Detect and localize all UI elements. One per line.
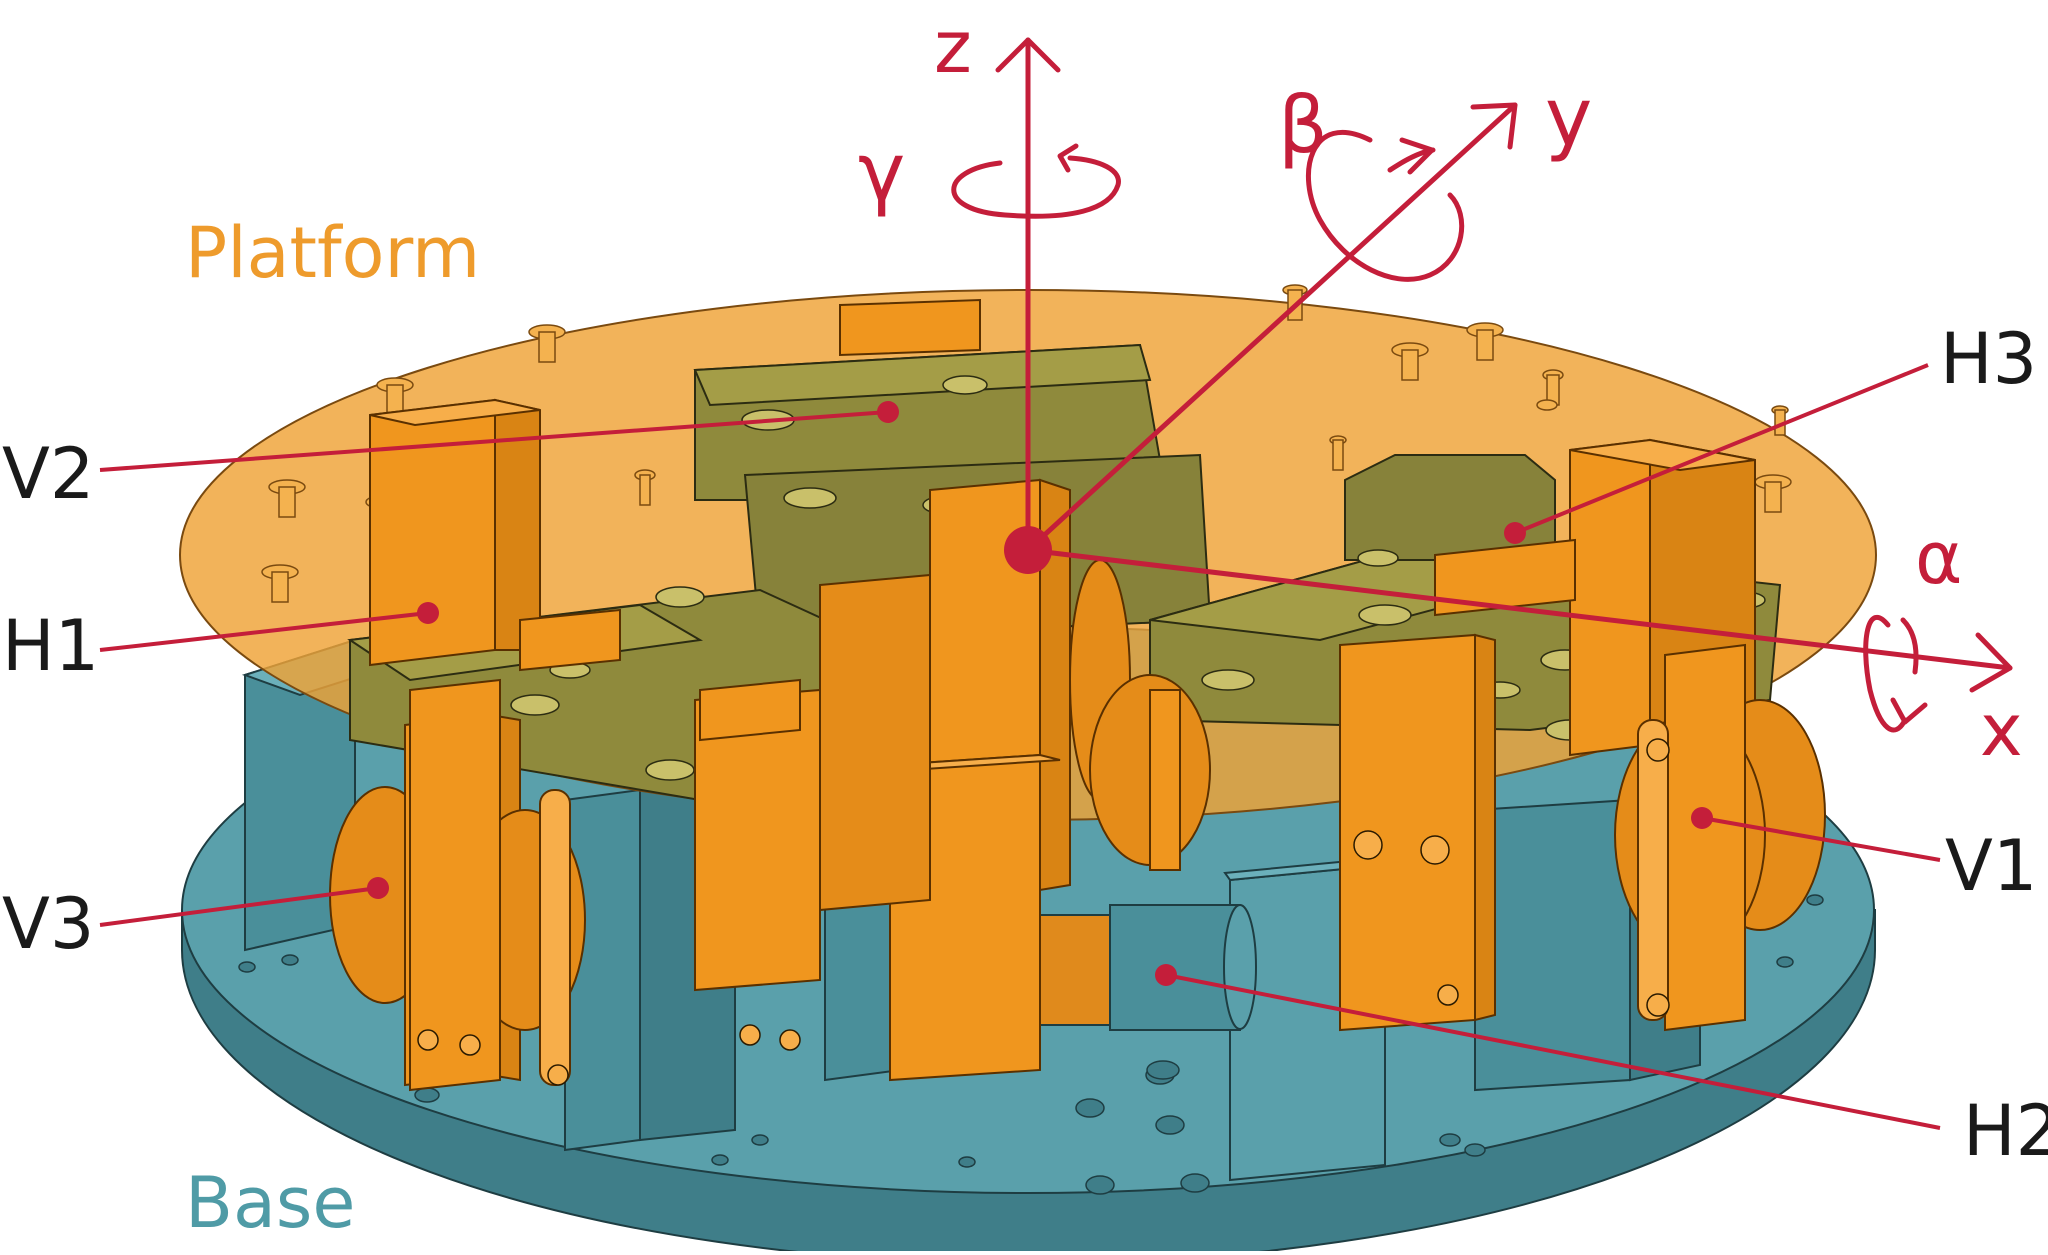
gamma-rotation-arrow	[951, 155, 1121, 219]
v3-label: V3	[2, 883, 94, 965]
base-label: Base	[185, 1162, 355, 1244]
x-arrowhead	[1969, 632, 2013, 693]
y-axis-label: y	[1545, 71, 1592, 164]
x-axis-label: x	[1980, 688, 2023, 772]
origin-marker	[1004, 526, 1052, 574]
gamma-arrowhead	[1057, 143, 1079, 173]
h2-label: H2	[1963, 1090, 2048, 1172]
y-arrowhead	[1470, 102, 1518, 150]
v3-dot	[367, 877, 389, 899]
h1-dot	[417, 602, 439, 624]
h2-dot	[1155, 964, 1177, 986]
beta-rotation-arrow	[1305, 130, 1465, 282]
gamma-label: γ	[858, 126, 905, 219]
alpha-arrowhead	[1890, 697, 1928, 725]
v2-dot	[877, 401, 899, 423]
v1-dot	[1691, 807, 1713, 829]
alpha-rotation-arrow	[1863, 615, 1908, 733]
platform-label: Platform	[185, 212, 480, 294]
alpha-arrow-back	[1900, 617, 1919, 675]
h2-leader	[1165, 973, 1941, 1130]
v1-label: V1	[1945, 825, 2037, 907]
h3-dot	[1504, 522, 1526, 544]
z-arrowhead	[995, 37, 1061, 73]
leader-lines	[99, 363, 1941, 1130]
beta-arrowhead	[1399, 137, 1435, 175]
h1-label: H1	[2, 605, 99, 687]
coordinate-frame	[951, 37, 2013, 733]
beta-label: β	[1278, 81, 1328, 171]
h3-leader	[1514, 363, 1929, 535]
leader-dots	[367, 401, 1713, 986]
h1-leader	[99, 611, 429, 652]
h2-actuator	[1039, 904, 1257, 1031]
y-axis	[1025, 102, 1518, 553]
z-axis-label: z	[934, 5, 972, 89]
alpha-label: α	[1915, 516, 1962, 600]
v1-leader	[1701, 816, 1941, 862]
h3-label: H3	[1940, 318, 2037, 400]
v3-leader	[99, 886, 379, 927]
v2-leader	[99, 410, 889, 472]
actuators	[329, 298, 1826, 1092]
v2-label: V2	[2, 433, 94, 515]
x-axis	[1025, 547, 2013, 671]
